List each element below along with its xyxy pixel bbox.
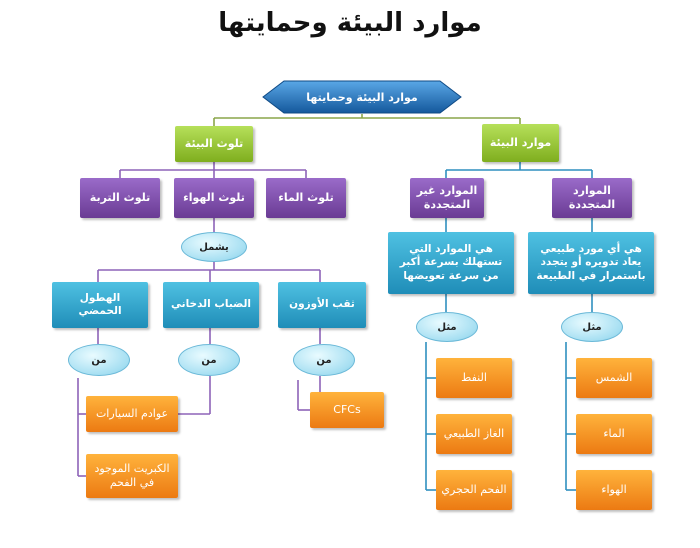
source-car-exhaust: عوادم السيارات bbox=[86, 396, 178, 432]
source-sulfur-in-coal: الكبريت الموجود في الفحم bbox=[86, 454, 178, 498]
example-water: الماء bbox=[576, 414, 652, 454]
root-node: موارد البيئة وحمايتها bbox=[262, 80, 462, 114]
source-cfcs: CFCs bbox=[310, 392, 384, 428]
pollution-node: تلوث البيئة bbox=[175, 126, 253, 162]
example-natural-gas: الغاز الطبيعي bbox=[436, 414, 512, 454]
air-effect-acid-rain: الهطول الحمضي bbox=[52, 282, 148, 328]
page-title: موارد البيئة وحمايتها bbox=[218, 8, 482, 38]
example-sun: الشمس bbox=[576, 358, 652, 398]
root-hexagon-shape bbox=[262, 80, 462, 114]
example-oil: النفط bbox=[436, 358, 512, 398]
nonrenewable-node: الموارد غير المتجددة bbox=[410, 178, 484, 218]
root-label: موارد البيئة وحمايتها bbox=[306, 90, 418, 104]
resources-node: موارد البيئة bbox=[482, 124, 559, 162]
nonrenewable-definition: هي الموارد التي تستهلك بسرعة أكبر من سرع… bbox=[388, 232, 514, 294]
renewable-node: الموارد المتجددة bbox=[552, 178, 632, 218]
example-coal: الفحم الحجري bbox=[436, 470, 512, 510]
example-air: الهواء bbox=[576, 470, 652, 510]
root-connectors bbox=[213, 114, 521, 126]
air-effect-ozone-hole: ثقب الأوزون bbox=[278, 282, 366, 328]
from-connector-ozone: من bbox=[293, 344, 355, 376]
pollution-connectors bbox=[77, 162, 321, 477]
such-as-connector-nonrenewable: مثل bbox=[416, 312, 478, 342]
pollution-type-soil: تلوث التربة bbox=[80, 178, 160, 218]
such-as-connector-renewable: مثل bbox=[561, 312, 623, 342]
pollution-type-water: تلوث الماء bbox=[266, 178, 346, 218]
includes-connector: يشمل bbox=[181, 232, 247, 262]
pollution-type-air: تلوث الهواء bbox=[174, 178, 254, 218]
renewable-definition: هي أي مورد طبيعي يعاد تدويره أو يتجدد با… bbox=[528, 232, 654, 294]
air-effect-smog: الضباب الدخاني bbox=[163, 282, 259, 328]
from-connector-smog: من bbox=[178, 344, 240, 376]
resources-connectors bbox=[425, 162, 593, 491]
from-connector-acid-rain: من bbox=[68, 344, 130, 376]
